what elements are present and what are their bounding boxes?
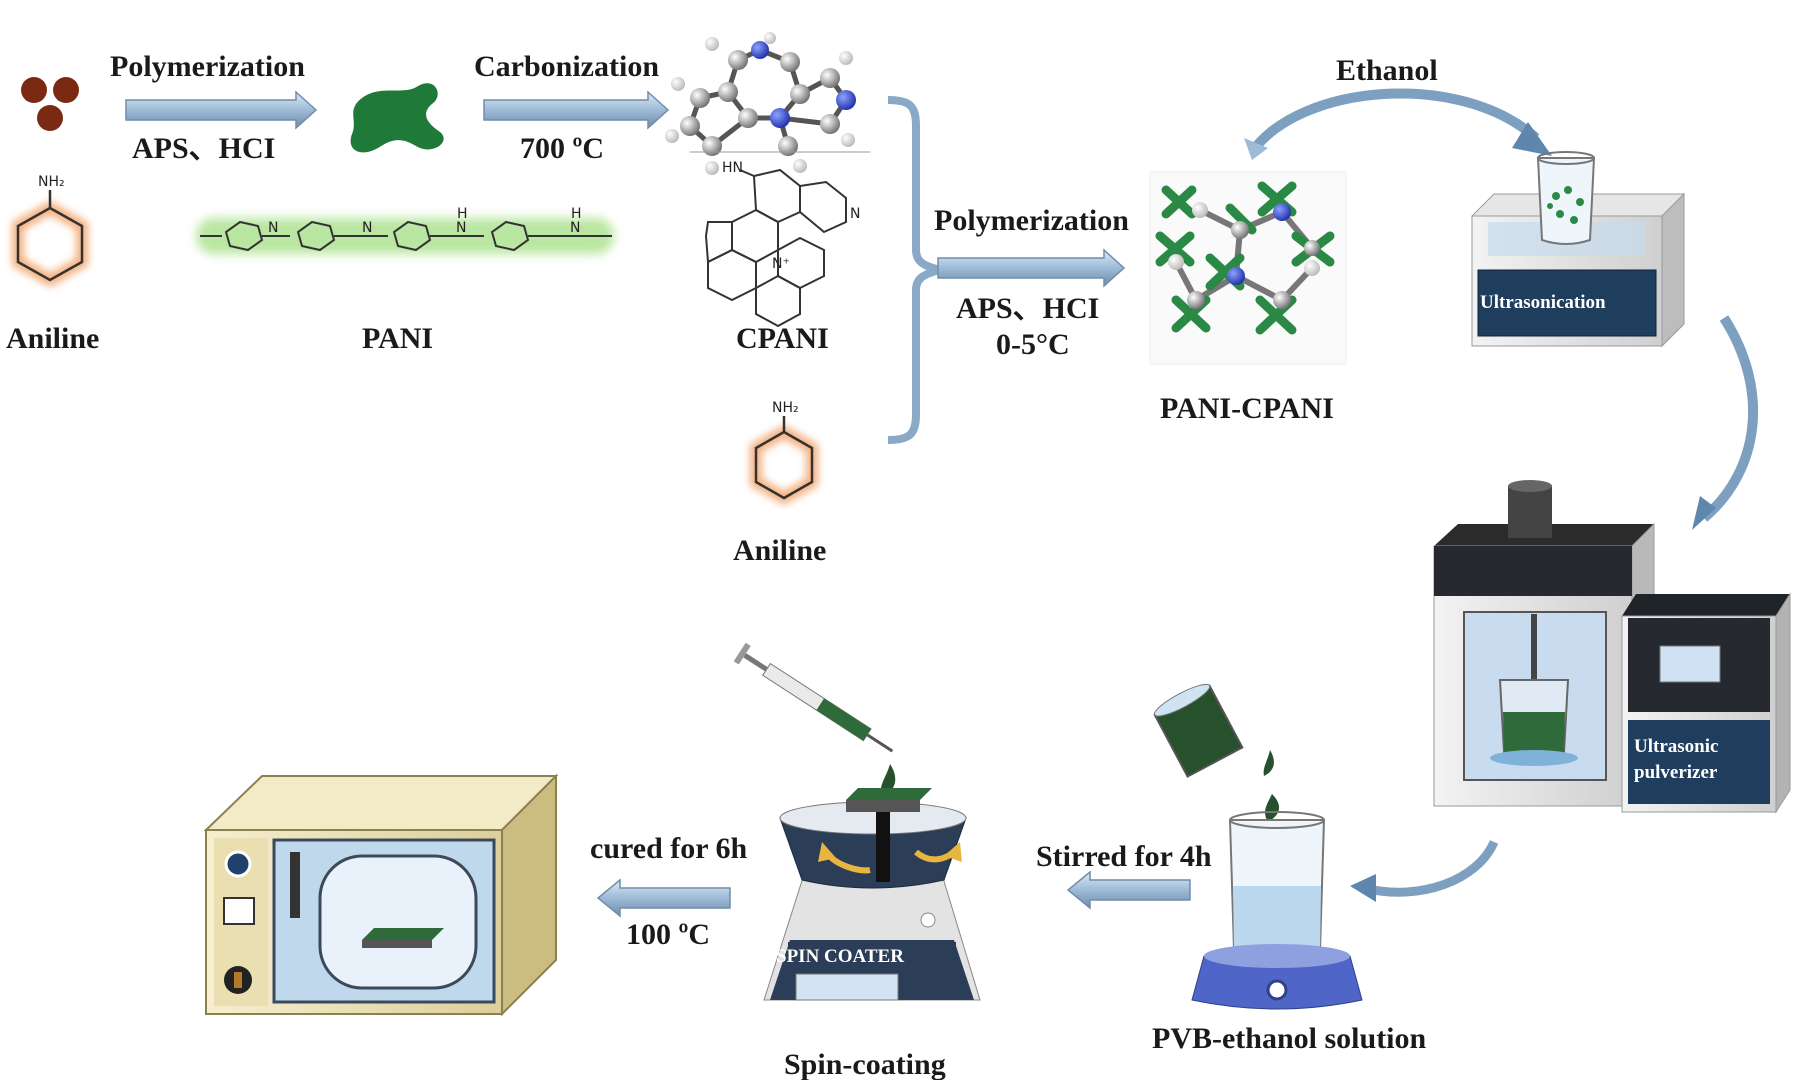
nh2-group-label: NH₂ [38, 174, 65, 190]
carbonization-label: Carbonization [474, 50, 659, 83]
pani-n-4: N [570, 220, 580, 236]
ethanol-curved-arrow [1244, 88, 1552, 160]
aniline-label: Aniline [6, 322, 99, 355]
stirred-arrow [1066, 870, 1191, 910]
tilted-pouring-beaker [1153, 683, 1280, 822]
polymerization-label: Polymerization [110, 50, 305, 83]
carbonization-arrow [483, 90, 670, 130]
polymerization-2-arrow [937, 248, 1126, 288]
syringe-icon [733, 642, 896, 796]
pani-label: PANI [362, 322, 433, 355]
temp-0-5-label: 0-5°C [996, 328, 1070, 361]
aniline-structure-icon: NH₂ [12, 174, 88, 287]
cpani-label: CPANI [736, 322, 829, 355]
cpani-n-label: N [850, 206, 860, 222]
beaker-icon [1536, 151, 1596, 245]
aniline-monomer-dots [21, 77, 79, 131]
temp-100-label: 100 ºC [626, 918, 710, 951]
pani-n-3: N [456, 220, 466, 236]
pani-n-1: N [268, 220, 278, 236]
ultrasonic-pulverizer: Ultrasonic pulverizer [1433, 480, 1791, 814]
cpani-nplus-label: N⁺ [772, 256, 790, 272]
magnetic-stirrer [1191, 811, 1363, 1010]
cpani-structure [704, 168, 847, 328]
aniline-label-2: Aniline [733, 534, 826, 567]
pulverizer-label: pulverizer [1634, 762, 1718, 783]
aps-hcl-label: APS、HCI [132, 132, 275, 165]
ultrasonication-label: Ultrasonication [1480, 292, 1606, 313]
curved-arrow-left [1350, 840, 1499, 902]
polymerization-arrow [125, 90, 318, 130]
polymerization-2-label: Polymerization [934, 204, 1129, 237]
aps-hcl-2-label: APS、HCI [956, 292, 1099, 325]
ultrasonic-label: Ultrasonic [1634, 736, 1718, 757]
merge-bracket [887, 96, 941, 444]
pani-blob-icon [350, 83, 444, 153]
pani-n-2: N [362, 220, 372, 236]
pani-cpani-composite-model [1149, 171, 1347, 365]
aniline-structure-2-icon: NH₂ [750, 400, 818, 505]
spin-coater-label: SPIN COATER [776, 946, 904, 967]
pani-chain-structure: N N N H N H [196, 206, 614, 254]
cpani-3d-model [665, 32, 856, 175]
pani-cpani-label: PANI-CPANI [1160, 392, 1334, 425]
pvb-solution-label: PVB-ethanol solution [1152, 1022, 1427, 1055]
curved-arrow-down [1692, 315, 1759, 530]
pani-h-4: H [571, 206, 582, 222]
stirred-label: Stirred for 4h [1036, 840, 1212, 873]
cured-arrow [596, 878, 731, 918]
spin-coater-device: SPIN COATER [763, 788, 981, 1001]
curing-oven [203, 773, 559, 1017]
nh2-group-label-2: NH₂ [772, 400, 799, 416]
ethanol-label: Ethanol [1336, 54, 1438, 87]
pani-h-3: H [457, 206, 468, 222]
temp-700-label: 700 ºC [520, 132, 604, 165]
cured-label: cured for 6h [590, 832, 748, 865]
spin-coating-label: Spin-coating [784, 1048, 946, 1080]
cpani-hn-label: HN [722, 160, 743, 176]
